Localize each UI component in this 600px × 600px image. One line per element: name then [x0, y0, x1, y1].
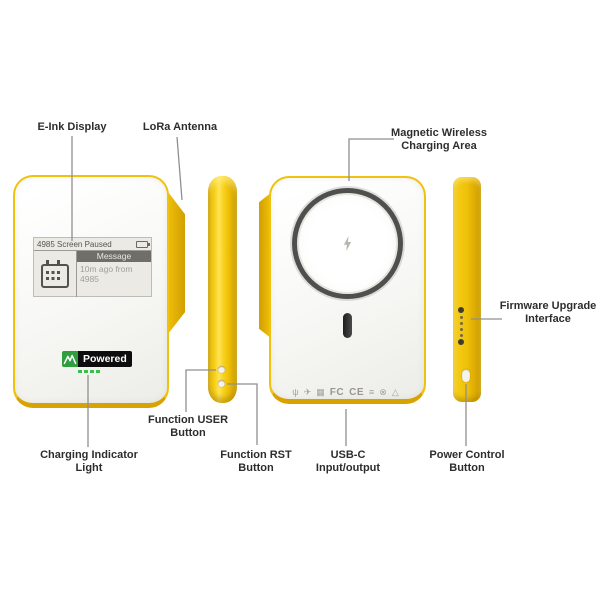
qi-icon: ψ	[292, 387, 299, 397]
certification-marks: ψ ✈ ▦ FC CE ≡ ⊗ △	[269, 387, 422, 398]
airplane-icon: ✈	[303, 387, 312, 397]
label-power-control-button: Power Control Button	[429, 449, 505, 474]
function-user-button	[218, 366, 225, 373]
function-rst-button	[218, 380, 225, 387]
device-side-view-right	[453, 177, 481, 402]
power-control-button	[462, 369, 470, 382]
wireless-charging-ring	[292, 188, 403, 299]
usb-c-port	[343, 313, 352, 338]
charging-indicator-led	[78, 370, 102, 373]
eink-status-bar: 4985 Screen Paused	[34, 238, 151, 251]
eink-body: Message 10m ago from 4985	[34, 251, 151, 297]
label-magnetic-wireless-charging-area: Magnetic Wireless Charging Area	[391, 127, 487, 152]
calendar-icon	[41, 259, 69, 288]
message-header: Message	[77, 251, 151, 262]
lora-antenna-bump-back	[259, 192, 272, 339]
device-side-view-left	[208, 176, 237, 403]
lora-antenna-bump	[165, 188, 185, 334]
meshtastic-logo-icon	[62, 351, 78, 367]
pogo-pin	[460, 328, 463, 331]
fcc-icon: FC	[329, 387, 345, 398]
label-usb-c-input-output: USB-C Input/output	[315, 449, 381, 474]
label-function-rst-button: Function RST Button	[220, 449, 292, 474]
eink-left-pane	[34, 251, 77, 297]
label-function-user-button: Function USER Button	[147, 414, 229, 439]
label-charging-indicator-light: Charging Indicator Light	[40, 449, 138, 474]
eink-status-text: 4985 Screen Paused	[37, 239, 112, 249]
pogo-pin	[460, 334, 463, 337]
label-lora-antenna: LoRa Antenna	[142, 121, 218, 133]
message-body: 10m ago from 4985	[80, 264, 133, 284]
lightning-bolt-icon	[343, 236, 352, 251]
pogo-pin	[458, 307, 464, 313]
pogo-pin	[460, 322, 463, 325]
rohs-icon: ⊗	[379, 387, 387, 397]
battery-icon	[136, 240, 150, 248]
recycle-icon: △	[391, 387, 399, 397]
battery-directive-icon: ≡	[369, 387, 375, 397]
pogo-pin	[460, 316, 463, 319]
ce-icon: CE	[349, 387, 364, 398]
powered-badge: Powered	[62, 351, 132, 367]
eink-display: 4985 Screen Paused Message 10m ago from …	[33, 237, 152, 297]
weee-bin-icon: ▦	[316, 387, 325, 397]
powered-badge-label: Powered	[78, 351, 132, 367]
label-e-ink-display: E-Ink Display	[37, 121, 107, 133]
label-firmware-upgrade-interface: Firmware Upgrade Interface	[499, 300, 597, 325]
pogo-pin	[458, 339, 464, 345]
eink-right-pane: Message 10m ago from 4985	[77, 251, 151, 297]
